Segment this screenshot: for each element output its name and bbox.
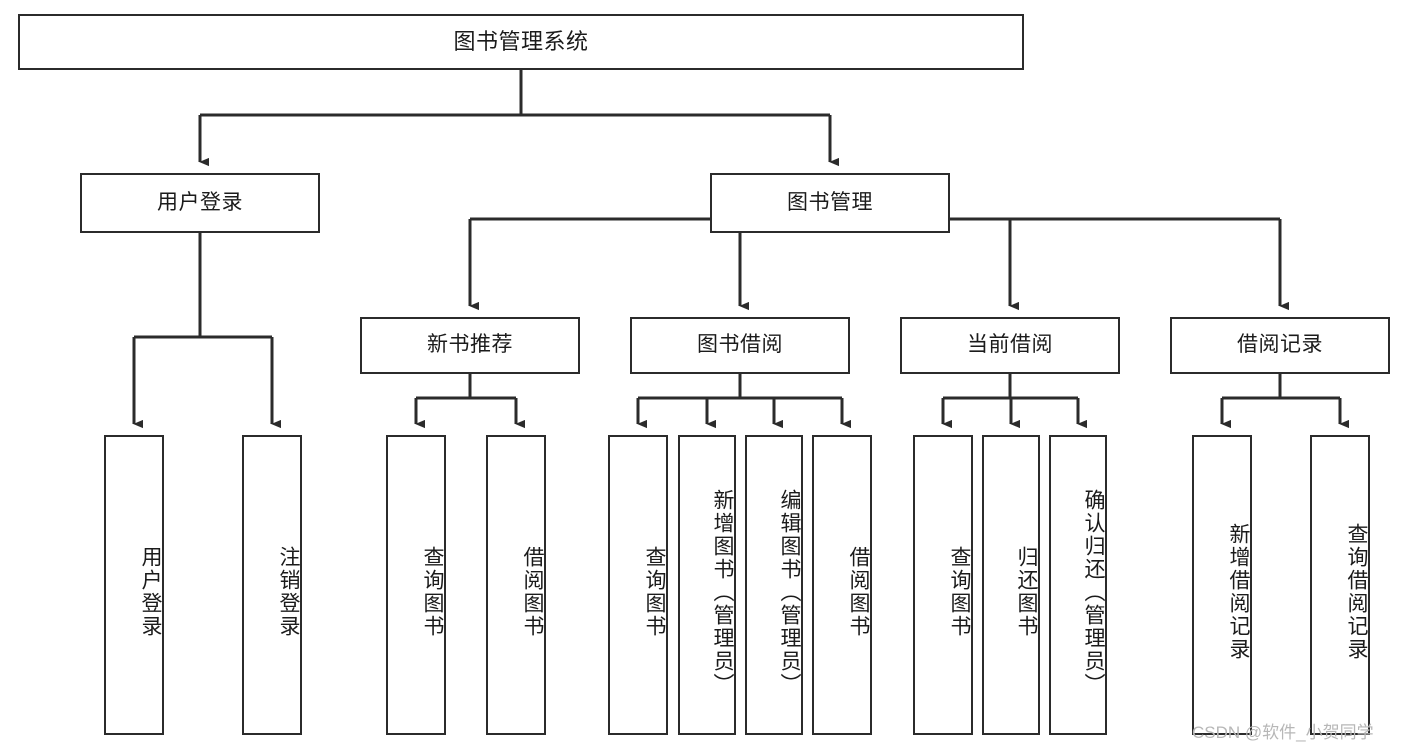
node-borrow_record[interactable]: 借阅记录 (1170, 317, 1390, 374)
node-label: 新书推荐 (427, 333, 513, 357)
node-label: 查询图书 (948, 546, 971, 638)
node-label: 借阅记录 (1237, 333, 1323, 357)
node-label: 注销登录 (277, 546, 300, 638)
node-leaf_q_rec[interactable]: 查询借阅记录 (1310, 435, 1370, 735)
node-label: 图书借阅 (697, 333, 783, 357)
node-current_borrow[interactable]: 当前借阅 (900, 317, 1120, 374)
node-book_borrow[interactable]: 图书借阅 (630, 317, 850, 374)
node-label: 当前借阅 (967, 333, 1053, 357)
node-label: 归还图书 (1015, 546, 1038, 638)
csdn-watermark: CSDN @软件_小贺同学 (1192, 723, 1374, 742)
node-label: 新增图书（管理员） (711, 488, 734, 696)
node-leaf_edit_book[interactable]: 编辑图书（管理员） (745, 435, 803, 735)
node-leaf_borrow_1[interactable]: 借阅图书 (486, 435, 546, 735)
node-leaf_q_book_1[interactable]: 查询图书 (386, 435, 446, 735)
node-label: 查询图书 (643, 546, 666, 638)
node-label: 新增借阅记录 (1227, 523, 1250, 661)
node-leaf_return[interactable]: 归还图书 (982, 435, 1040, 735)
node-label: 图书管理 (787, 190, 873, 214)
node-leaf_q_book_2[interactable]: 查询图书 (608, 435, 668, 735)
node-user_login[interactable]: 用户登录 (80, 173, 320, 233)
node-label: 用户登录 (157, 190, 243, 214)
node-label: 借阅图书 (847, 546, 870, 638)
node-label: 确认归还（管理员） (1082, 488, 1105, 696)
node-new_book_rec[interactable]: 新书推荐 (360, 317, 580, 374)
node-book_mgmt[interactable]: 图书管理 (710, 173, 950, 233)
node-label: 编辑图书（管理员） (778, 488, 801, 696)
node-leaf_add_book[interactable]: 新增图书（管理员） (678, 435, 736, 735)
node-leaf_borrow_2[interactable]: 借阅图书 (812, 435, 872, 735)
node-leaf_logout[interactable]: 注销登录 (242, 435, 302, 735)
node-leaf_q_book_3[interactable]: 查询图书 (913, 435, 973, 735)
node-leaf_add_rec[interactable]: 新增借阅记录 (1192, 435, 1252, 735)
node-leaf_confirm[interactable]: 确认归还（管理员） (1049, 435, 1107, 735)
node-label: 借阅图书 (521, 546, 544, 638)
node-label: 用户登录 (139, 546, 162, 638)
node-label: 查询借阅记录 (1345, 523, 1368, 661)
node-leaf_login[interactable]: 用户登录 (104, 435, 164, 735)
node-label: 查询图书 (421, 546, 444, 638)
node-label: 图书管理系统 (453, 29, 589, 55)
node-root[interactable]: 图书管理系统 (18, 14, 1024, 70)
